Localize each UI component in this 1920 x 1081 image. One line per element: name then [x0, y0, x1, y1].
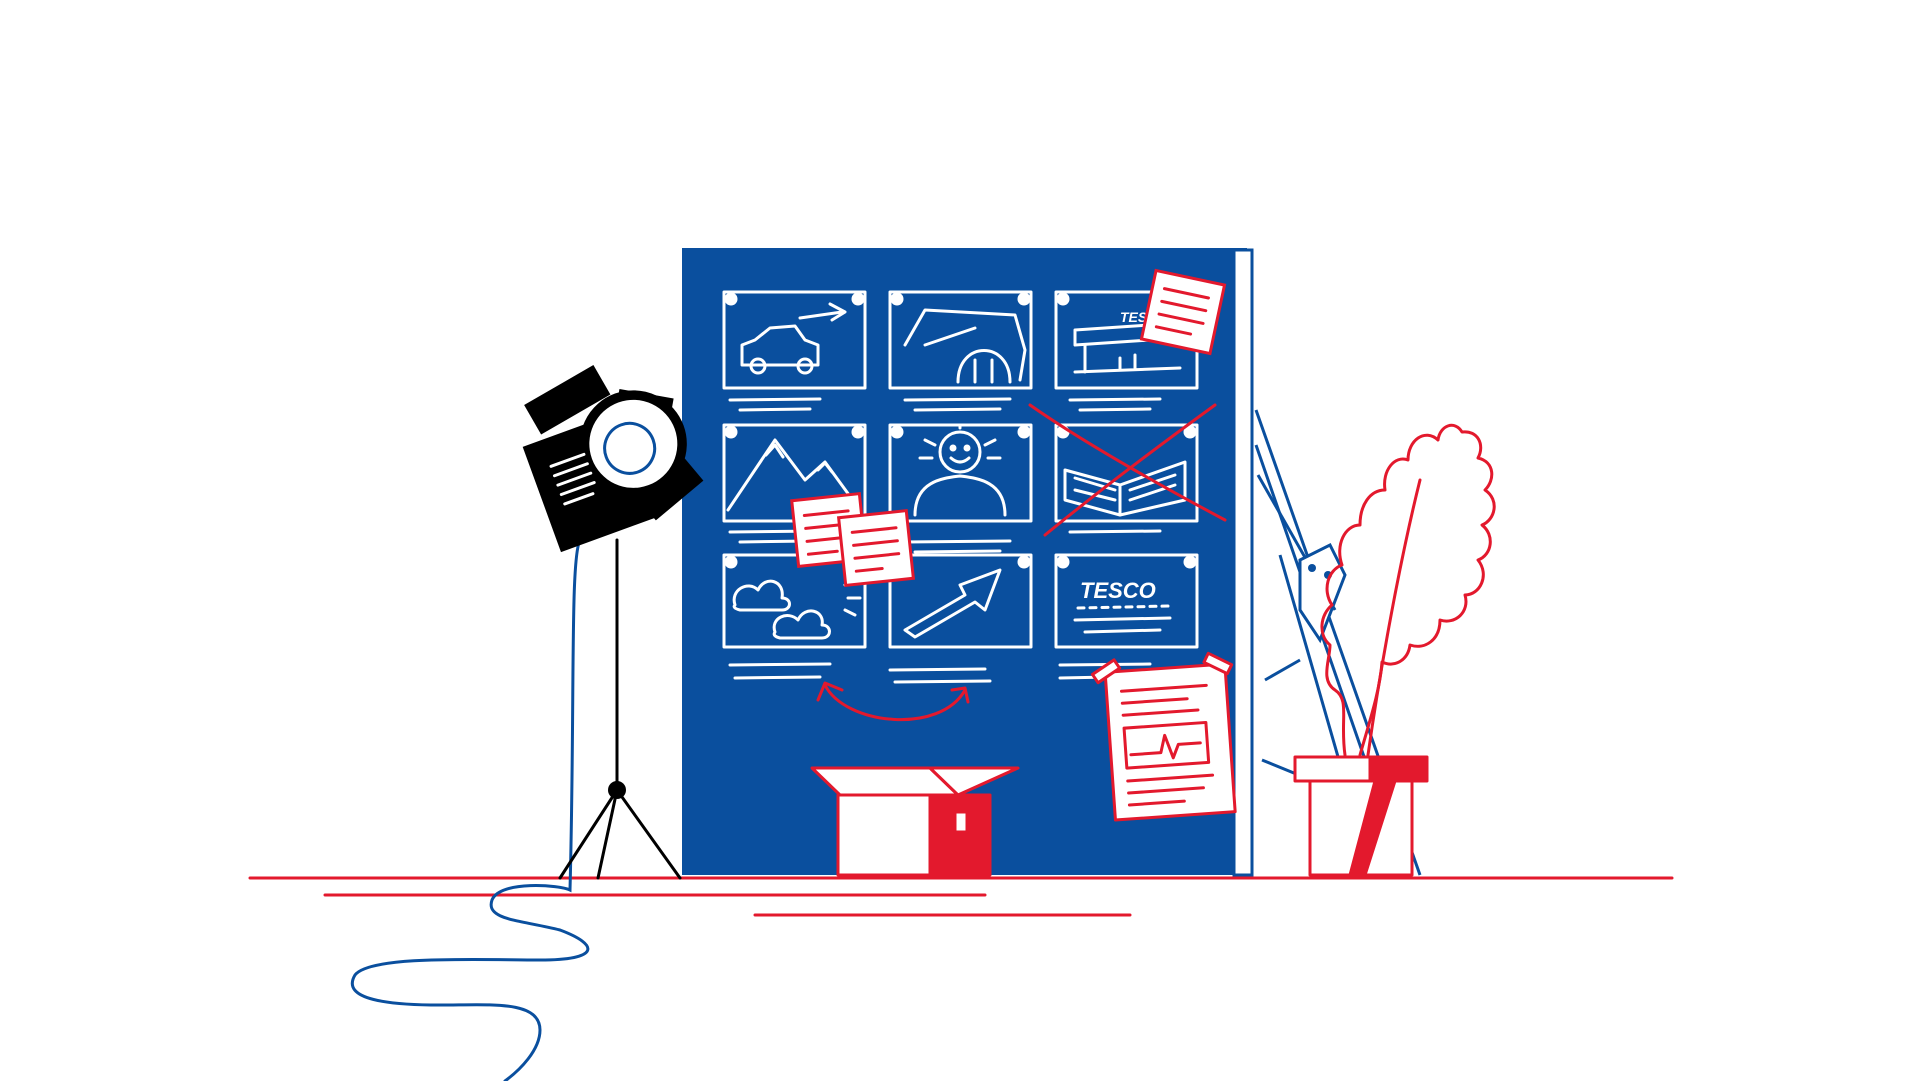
sticky-note-icon: [790, 268, 1227, 588]
logo-label: TESCO: [1080, 578, 1156, 603]
car-interior-icon: [903, 308, 1027, 384]
panel-8: [888, 553, 1033, 684]
panel-1: [722, 290, 867, 412]
car-icon: [740, 302, 847, 375]
smiling-person-icon: [913, 423, 1007, 517]
tripod: [558, 538, 682, 880]
lamp-head: [522, 365, 704, 553]
logo-icon: TESCO: [1073, 578, 1172, 634]
leaf: [1320, 423, 1496, 757]
cross-out-mark: [1028, 403, 1227, 537]
panel-5: [888, 423, 1033, 554]
mountains-icon: [726, 438, 862, 512]
plant-icon: [1293, 423, 1496, 877]
arrow-up-icon: [903, 568, 1002, 639]
document-icon: [1090, 651, 1237, 822]
storyboard-panels: TESCO: [722, 290, 1199, 684]
panel-2: [888, 290, 1033, 412]
panel-7: [722, 553, 867, 680]
cable-icon: [351, 538, 590, 1081]
pot: [1293, 755, 1429, 877]
floor-lines: [248, 876, 1674, 917]
spotlight-icon: [522, 365, 704, 880]
box-icon: [810, 766, 1020, 877]
swap-arrow-icon: [816, 681, 970, 722]
